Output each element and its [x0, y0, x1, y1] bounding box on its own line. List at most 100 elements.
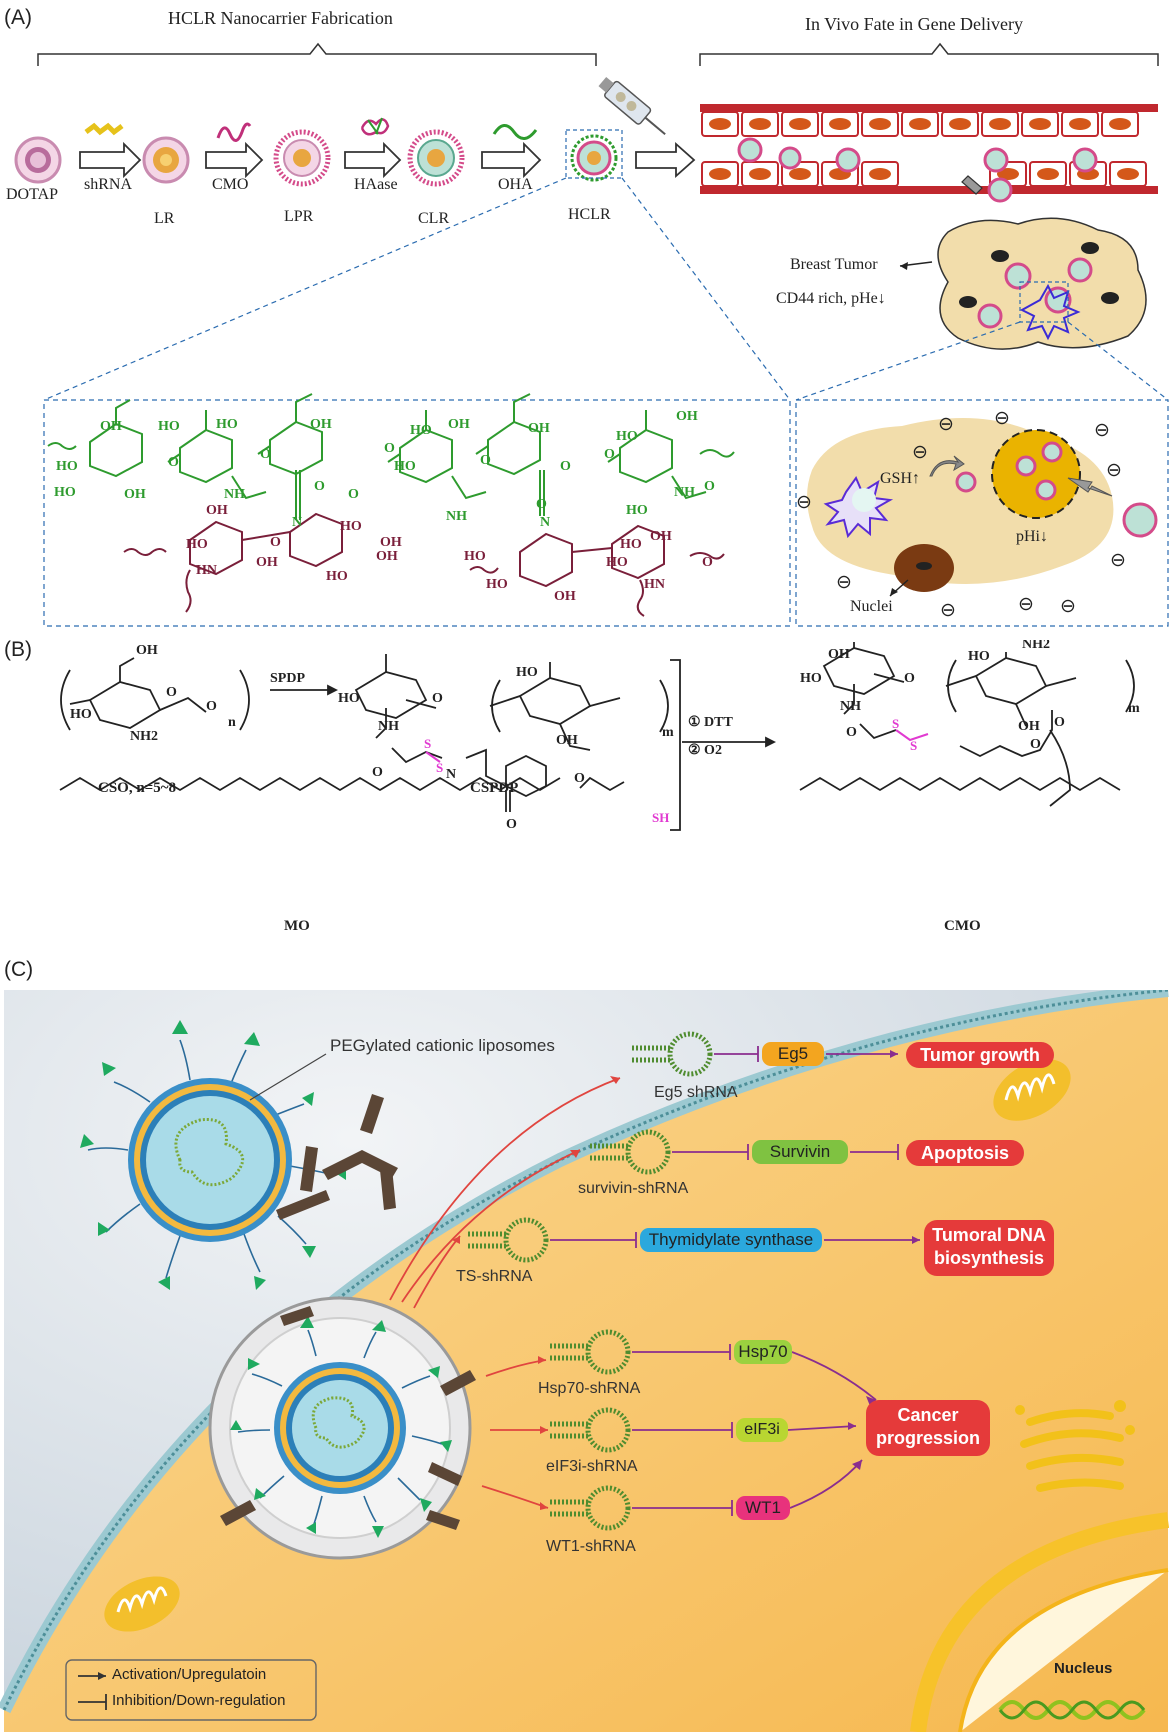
panel-c-letter: (C) [4, 958, 34, 981]
svg-text:NH: NH [840, 699, 861, 714]
svg-text:⊖: ⊖ [1018, 594, 1034, 615]
svg-text:S: S [910, 738, 917, 753]
svg-text:OH: OH [448, 417, 470, 432]
outcome-apoptosis: Apoptosis [906, 1140, 1024, 1166]
cmo-label: CMO [944, 918, 981, 934]
svg-text:① DTT: ① DTT [688, 715, 733, 730]
svg-text:HO: HO [338, 691, 360, 706]
panel-b-letter: (B) [4, 638, 32, 661]
svg-text:N: N [446, 767, 456, 782]
svg-text:NH: NH [378, 719, 399, 734]
svg-text:O: O [506, 817, 517, 832]
oha-atom-labels: OH HO HO OH O HO HO NH O OH O O N O HO H… [54, 409, 715, 530]
clr-liposome [407, 129, 465, 187]
mitochondrion-bottom [104, 1576, 180, 1632]
lr-liposome [142, 136, 190, 184]
target-survivin: Survivin [752, 1140, 848, 1164]
svg-text:O: O [904, 671, 915, 686]
svg-text:SPDP: SPDP [270, 671, 305, 686]
hclr-liposome [565, 129, 623, 182]
haase-icon [360, 117, 390, 136]
shrna-label-eif3i: eIF3i-shRNA [546, 1458, 638, 1475]
shrna-label-ts: TS-shRNA [456, 1268, 533, 1285]
fabrication-brace [37, 42, 597, 66]
svg-text:m: m [1128, 701, 1140, 716]
svg-text:O: O [1054, 715, 1065, 730]
svg-text:O: O [1030, 737, 1041, 752]
svg-text:OH: OH [310, 417, 332, 432]
svg-text:n: n [228, 715, 236, 730]
shrna-label-survivin: survivin-shRNA [578, 1180, 689, 1197]
svg-text:O: O [260, 447, 271, 462]
fabrication-arrows [79, 141, 696, 179]
blood-vessel [700, 104, 1158, 203]
shrna-label-wt1: WT1-shRNA [546, 1538, 636, 1555]
svg-text:HO: HO [464, 549, 486, 564]
outcome-tumor-growth: Tumor growth [906, 1042, 1054, 1068]
svg-text:NH: NH [224, 487, 245, 502]
svg-text:HO: HO [410, 423, 432, 438]
svg-text:O: O [536, 497, 547, 512]
svg-text:OH: OH [100, 419, 122, 434]
dotap-liposome [14, 136, 62, 184]
svg-text:NH2: NH2 [1022, 640, 1050, 652]
svg-text:O: O [574, 771, 585, 786]
svg-text:HO: HO [70, 707, 92, 722]
svg-text:HO: HO [606, 555, 628, 570]
reagent-shrna: shRNA [84, 176, 133, 193]
mitochondrion-top [993, 1059, 1071, 1121]
svg-text:NH: NH [446, 509, 467, 524]
svg-text:OH: OH [1018, 719, 1040, 734]
svg-text:OH: OH [380, 535, 402, 550]
svg-text:HO: HO [620, 537, 642, 552]
svg-text:NH2: NH2 [130, 729, 158, 744]
svg-text:HO: HO [626, 503, 648, 518]
svg-text:OH: OH [376, 549, 398, 564]
svg-text:O: O [704, 479, 715, 494]
svg-text:HN: HN [196, 563, 217, 578]
svg-text:OH: OH [828, 647, 850, 662]
svg-text:HO: HO [340, 519, 362, 534]
shrna-hairpins [468, 1031, 713, 1531]
svg-text:O: O [348, 487, 359, 502]
svg-text:OH: OH [676, 409, 698, 424]
liposome-pointer-line [249, 1053, 327, 1101]
cso-label: CSO, n=5~8 [98, 780, 177, 796]
outcome-tumoral-dna-line2: biosynthesis [933, 1248, 1045, 1268]
svg-text:S: S [892, 716, 899, 731]
svg-text:⊖: ⊖ [940, 600, 956, 621]
svg-text:⊖: ⊖ [836, 572, 852, 593]
gsh-label: GSH↑ [880, 470, 921, 487]
svg-text:HO: HO [968, 649, 990, 664]
svg-text:O: O [166, 685, 177, 700]
node-hclr: HCLR [568, 206, 611, 223]
cell-zoom-content: ⊖⊖⊖ ⊖⊖⊖ ⊖⊖⊖ ⊖⊖ [796, 408, 1158, 621]
svg-text:HO: HO [158, 419, 180, 434]
outcome-cancer-progression: Cancer progression [866, 1400, 990, 1456]
fate-title: In Vivo Fate in Gene Delivery [805, 14, 1024, 34]
fate-brace [699, 42, 1159, 66]
oha-chain [47, 393, 735, 520]
svg-text:HO: HO [216, 417, 238, 432]
svg-text:⊖: ⊖ [912, 442, 928, 463]
svg-text:HO: HO [800, 671, 822, 686]
membrane-receptors [276, 1094, 398, 1220]
legend [65, 1659, 317, 1721]
reagent-cmo: CMO [212, 176, 249, 193]
svg-text:S: S [424, 736, 431, 751]
breast-tumor-label: Breast Tumor [790, 256, 878, 273]
svg-text:O: O [384, 441, 395, 456]
liposome-label: PEGylated cationic liposomes [330, 1036, 555, 1055]
node-clr: CLR [418, 210, 450, 227]
extravasation-arrow [961, 175, 983, 195]
svg-text:HO: HO [516, 665, 538, 680]
fabrication-title: HCLR Nanocarrier Fabrication [168, 8, 393, 28]
svg-text:OH: OH [136, 643, 158, 658]
tumor-tissue [937, 217, 1147, 350]
svg-text:HN: HN [644, 577, 665, 592]
svg-text:O: O [480, 453, 491, 468]
outcome-tumoral-dna-line1: Tumoral DNA [932, 1225, 1046, 1245]
shrna-label-hsp70: Hsp70-shRNA [538, 1380, 641, 1397]
node-dotap: DOTAP [6, 186, 59, 203]
svg-text:N: N [540, 515, 550, 530]
